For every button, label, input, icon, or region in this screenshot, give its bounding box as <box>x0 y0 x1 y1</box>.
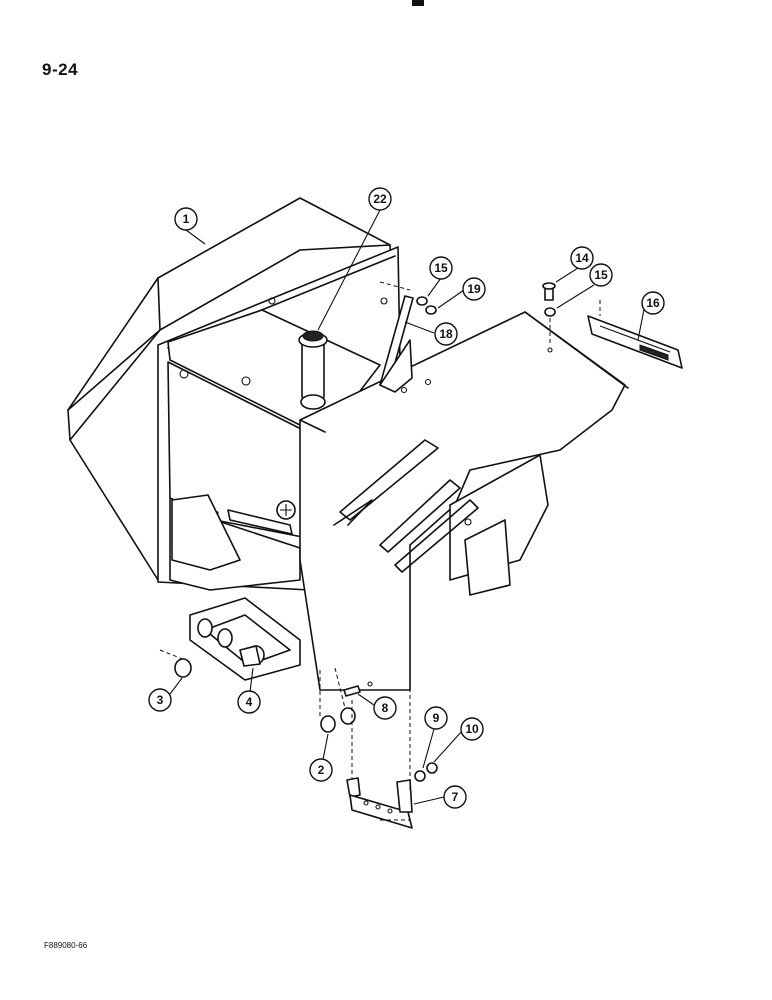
callout-1: 1 <box>174 207 198 231</box>
callout-8-label: 8 <box>382 701 389 715</box>
callout-14-label: 14 <box>575 251 589 265</box>
callout-8: 8 <box>373 696 397 720</box>
callout-18-label: 18 <box>439 327 453 341</box>
callout-1-label: 1 <box>183 212 190 226</box>
callout-3: 3 <box>148 688 172 712</box>
callout-10: 10 <box>460 717 484 741</box>
callout-19: 19 <box>462 277 486 301</box>
callout-15b-label: 15 <box>594 268 608 282</box>
figure-code: F889080-66 <box>44 941 88 950</box>
top-fasteners <box>379 281 556 346</box>
callout-4: 4 <box>237 690 261 714</box>
rod <box>379 295 414 393</box>
callout-15-top-right: 15 <box>589 263 613 287</box>
callout-4-label: 4 <box>246 695 253 709</box>
callout-16-label: 16 <box>646 296 660 310</box>
strip-bracket <box>587 300 683 369</box>
callout-3-label: 3 <box>157 693 164 707</box>
top-edge-mark <box>412 0 424 6</box>
callout-15a-label: 15 <box>434 261 448 275</box>
callout-19-label: 19 <box>467 282 481 296</box>
callout-22: 22 <box>368 187 392 211</box>
callout-14: 14 <box>570 246 594 270</box>
callout-22-label: 22 <box>373 192 387 206</box>
mounting-platform <box>299 311 629 691</box>
callout-16: 16 <box>641 291 665 315</box>
callout-7: 7 <box>443 785 467 809</box>
callout-2-label: 2 <box>318 763 325 777</box>
callout-2: 2 <box>309 758 333 782</box>
callout-9-label: 9 <box>433 711 440 725</box>
callout-18: 18 <box>434 322 458 346</box>
front-bracket-assembly <box>189 597 301 681</box>
callout-9: 9 <box>424 706 448 730</box>
lower-fasteners <box>159 649 438 829</box>
callout-10-label: 10 <box>465 722 479 736</box>
callout-7-label: 7 <box>452 790 459 804</box>
callout-15-top-left: 15 <box>429 256 453 280</box>
page-number: 9-24 <box>42 60 79 79</box>
